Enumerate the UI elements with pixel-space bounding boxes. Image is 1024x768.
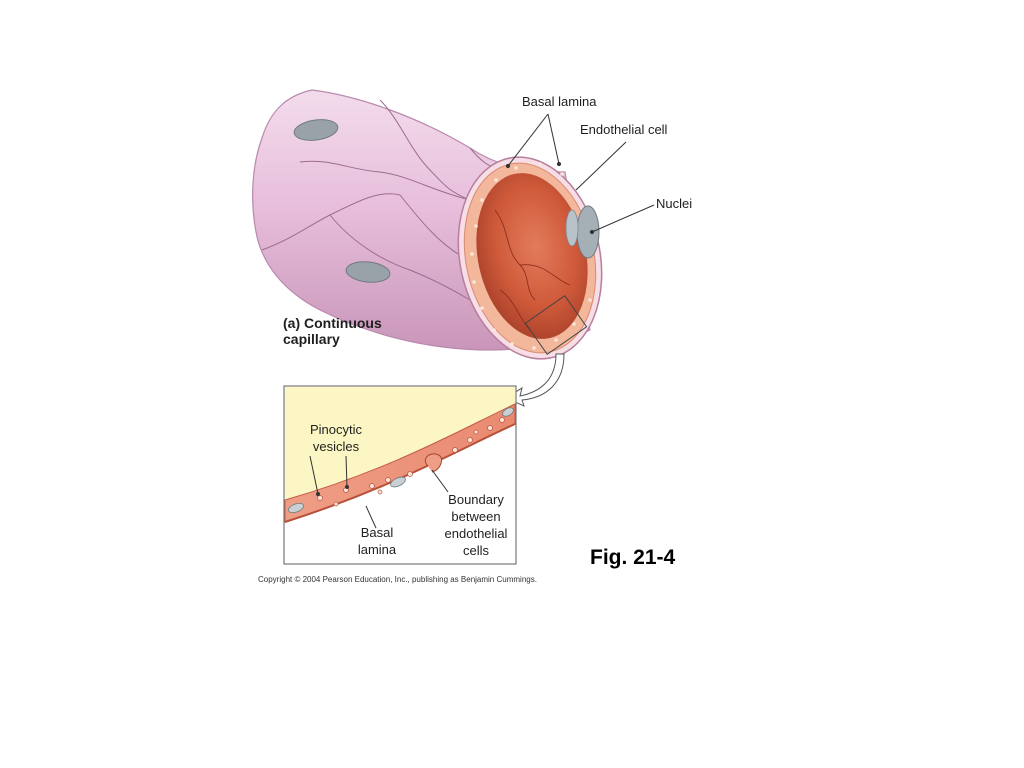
label-nuclei: Nuclei xyxy=(656,196,693,211)
label-inset-basal-line2: lamina xyxy=(357,542,397,557)
vessel-cross-section xyxy=(457,156,603,360)
label-pinocytic-line1: Pinocytic xyxy=(309,422,363,437)
label-inset-basal-line1: Basal xyxy=(360,525,394,540)
label-continuous-capillary-line2: capillary xyxy=(283,331,340,347)
label-endothelial-cell: Endothelial cell xyxy=(580,122,668,137)
label-boundary-line2: between xyxy=(451,509,501,524)
leader-lines xyxy=(505,113,655,235)
label-boundary-line1: Boundary xyxy=(448,492,504,507)
figure-number: Fig. 21-4 xyxy=(590,546,676,569)
copyright-notice: Copyright © 2004 Pearson Education, Inc.… xyxy=(258,575,537,584)
label-boundary-line4: cells xyxy=(462,543,489,558)
inset-panel xyxy=(283,385,517,565)
label-pinocytic-line2: vesicles xyxy=(312,439,360,454)
label-basal-lamina: Basal lamina xyxy=(522,94,597,109)
label-boundary-line3: endothelial xyxy=(444,526,508,541)
label-continuous-capillary-line1: (a) Continuous xyxy=(283,315,382,331)
